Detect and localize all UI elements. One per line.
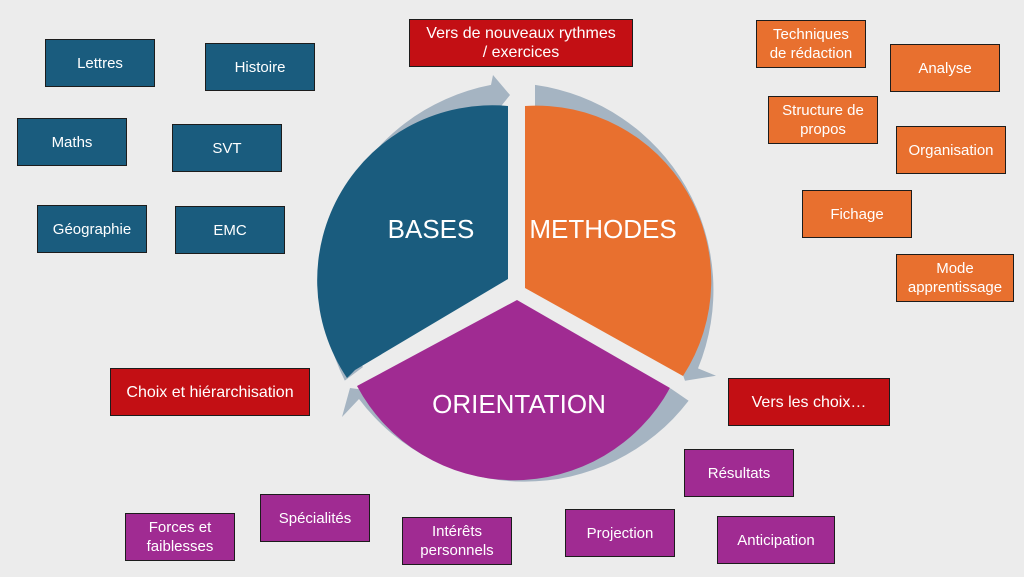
orientation-label: ORIENTATION (432, 389, 606, 419)
topic-mode-apprentissage: Mode apprentissage (896, 254, 1014, 302)
topic-emc: EMC (175, 206, 285, 254)
topic-resultats: Résultats (684, 449, 794, 497)
orientation-segment (357, 300, 670, 481)
topic-maths: Maths (17, 118, 127, 166)
methodes-label: METHODES (529, 214, 676, 244)
topic-techniques-de-redaction: Techniques de rédaction (756, 20, 866, 68)
topic-anticipation: Anticipation (717, 516, 835, 564)
topic-interets-personnels: Intérêts personnels (402, 517, 512, 565)
topic-analyse: Analyse (890, 44, 1000, 92)
topic-fichage: Fichage (802, 190, 912, 238)
transition-to-orientation: Vers les choix… (728, 378, 890, 426)
topic-svt: SVT (172, 124, 282, 172)
topic-forces-et-faiblesses: Forces et faiblesses (125, 513, 235, 561)
methodes-segment (525, 105, 712, 376)
topic-specialites: Spécialités (260, 494, 370, 542)
bases-segment (317, 105, 508, 379)
topic-lettres: Lettres (45, 39, 155, 87)
topic-structure-de-propos: Structure de propos (768, 96, 878, 144)
bases-label: BASES (388, 214, 475, 244)
transition-to-bases: Choix et hiérarchisation (110, 368, 310, 416)
topic-histoire: Histoire (205, 43, 315, 91)
topic-organisation: Organisation (896, 126, 1006, 174)
topic-projection: Projection (565, 509, 675, 557)
topic-geographie: Géographie (37, 205, 147, 253)
transition-to-methodes: Vers de nouveaux rythmes / exercices (409, 19, 633, 67)
